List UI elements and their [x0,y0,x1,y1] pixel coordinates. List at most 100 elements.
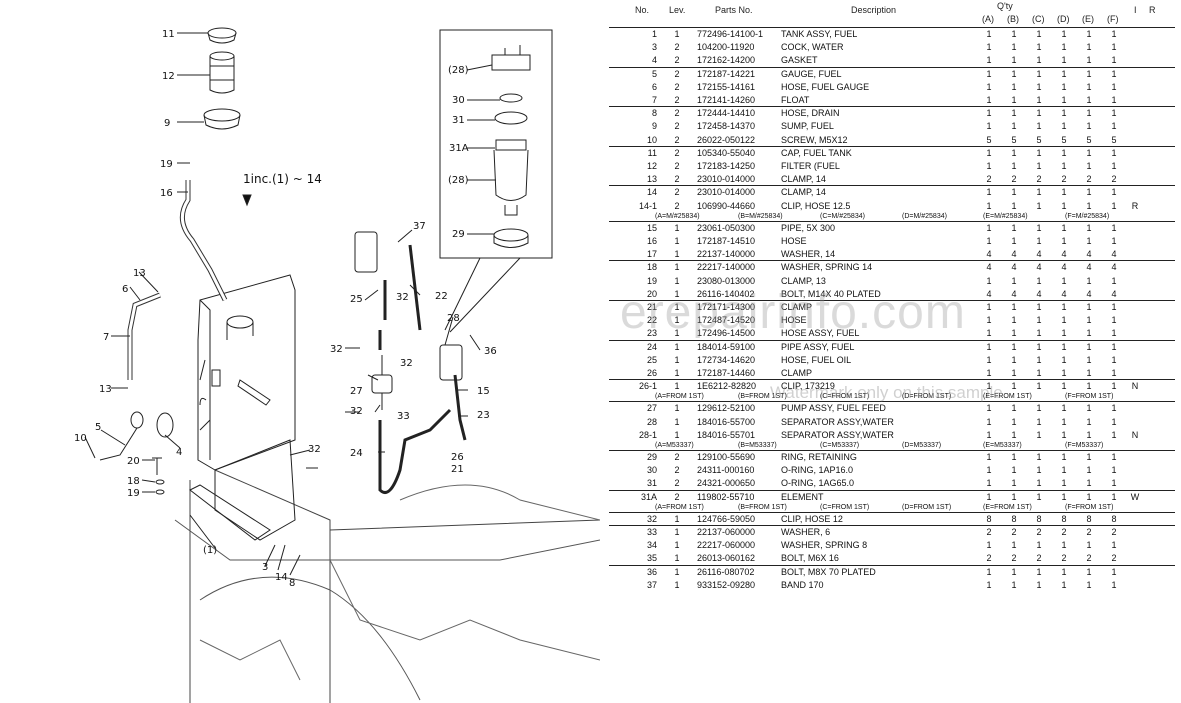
row-no: 14 [646,187,657,198]
row-description: FLOAT [781,95,810,105]
row-description: PIPE, 5X 300 [781,222,836,233]
row-qty: 8 [1111,513,1117,524]
row-qty: 1 [986,315,992,326]
callout: 33 [397,411,410,422]
row-qty: 1 [1111,579,1117,590]
serial-note: (C=FROM 1ST) [820,393,870,401]
row-qty: 1 [1011,222,1017,233]
serial-note-row: (A=M53337)(B=M53337)(C=M53337)(D=M53337)… [605,441,1181,451]
row-qty: 1 [1061,187,1067,198]
row-qty: 1 [1086,81,1092,92]
row-qty: 1 [1086,121,1092,132]
row-lev: 2 [674,452,680,462]
row-part-no: 172187-14221 [697,68,756,79]
callout: (28) [448,175,469,186]
row-qty: 1 [1061,381,1067,392]
row-part-no: 772496-14100-1 [697,29,764,39]
row-lev: 1 [674,381,680,392]
callout: 14 [275,572,288,583]
row-lev: 2 [674,200,680,211]
callout: 32 [396,292,409,303]
row-qty: 1 [1086,328,1092,339]
row-qty: 1 [1111,68,1117,79]
row-no: 28-1 [638,429,657,440]
row-lev: 1 [674,354,680,365]
row-qty: 1 [986,368,992,378]
group-separator [609,525,1175,526]
callout-labels: 11 12 9 19 16 13 6 7 13 5 4 10 20 18 19 … [74,29,497,589]
row-qty: 8 [1011,513,1017,524]
row-qty: 1 [1011,579,1017,590]
row-qty: 1 [1061,95,1067,105]
row-part-no: 24321-000650 [697,478,756,489]
row-qty: 5 [986,134,992,145]
row-qty: 1 [1111,566,1117,577]
row-lev: 2 [674,121,680,132]
row-qty: 1 [1061,147,1067,158]
row-qty: 4 [986,262,992,273]
row-qty: 1 [1086,55,1092,66]
row-qty: 1 [1111,429,1117,440]
row-qty: 1 [1111,540,1117,551]
row-part-no: 172183-14250 [697,161,756,171]
row-qty: 1 [1086,222,1092,233]
row-qty: 1 [1111,416,1117,427]
row-qty: 1 [986,42,992,53]
row-qty: 1 [986,403,992,414]
row-description: BOLT, M6X 16 [781,553,839,564]
row-no: 17 [646,249,657,260]
row-lev: 2 [674,147,680,158]
row-qty: 1 [1011,566,1017,577]
row-qty: 1 [1036,302,1042,312]
row-qty: 1 [986,108,992,119]
row-qty: 1 [1061,302,1067,312]
row-qty: 1 [1061,55,1067,66]
row-qty: 1 [1086,491,1092,502]
row-qty: 2 [986,553,992,564]
row-part-no: 172458-14370 [697,121,756,132]
row-description: CLAMP, 13 [781,275,826,286]
row-qty: 2 [1061,527,1067,537]
header-qty-c: (C) [1032,14,1045,24]
row-description: O-RING, 1AG65.0 [781,478,855,489]
row-remark: N [1131,429,1139,440]
row-qty: 1 [1111,354,1117,365]
callout: 25 [350,294,363,305]
row-description: TANK ASSY, FUEL [781,29,858,39]
serial-note: (A=M/#25834) [655,212,700,220]
serial-note: (C=M/#25834) [820,212,865,220]
row-description: CLAMP, 14 [781,187,826,198]
row-qty: 1 [1061,42,1067,53]
row-qty: 1 [1061,368,1067,378]
row-qty: 1 [1111,161,1117,171]
serial-note-row: (A=FROM 1ST)(B=FROM 1ST)(C=FROM 1ST)(D=F… [605,503,1181,513]
serial-note: (F=M/#25834) [1065,212,1110,220]
row-qty: 1 [1036,200,1042,211]
row-qty: 1 [986,147,992,158]
callout: 31A [449,143,469,154]
callout: (28) [448,65,469,76]
row-qty: 1 [986,121,992,132]
row-qty: 8 [986,513,992,524]
row-qty: 1 [986,236,992,246]
row-description: HOSE ASSY, FUEL [781,328,860,339]
row-lev: 2 [674,55,680,66]
row-qty: 1 [1011,354,1017,365]
row-qty: 2 [1036,174,1042,185]
row-part-no: 172187-14510 [697,236,756,246]
row-qty: 1 [1011,315,1017,326]
group-separator [609,564,1175,566]
serial-note: (D=FROM 1ST) [902,393,952,401]
row-qty: 1 [1011,368,1017,378]
serial-note: (D=M53337) [902,442,942,449]
row-qty: 1 [1061,275,1067,286]
callout: 10 [74,433,87,444]
row-qty: 1 [1111,222,1117,233]
row-qty: 1 [1011,416,1017,427]
